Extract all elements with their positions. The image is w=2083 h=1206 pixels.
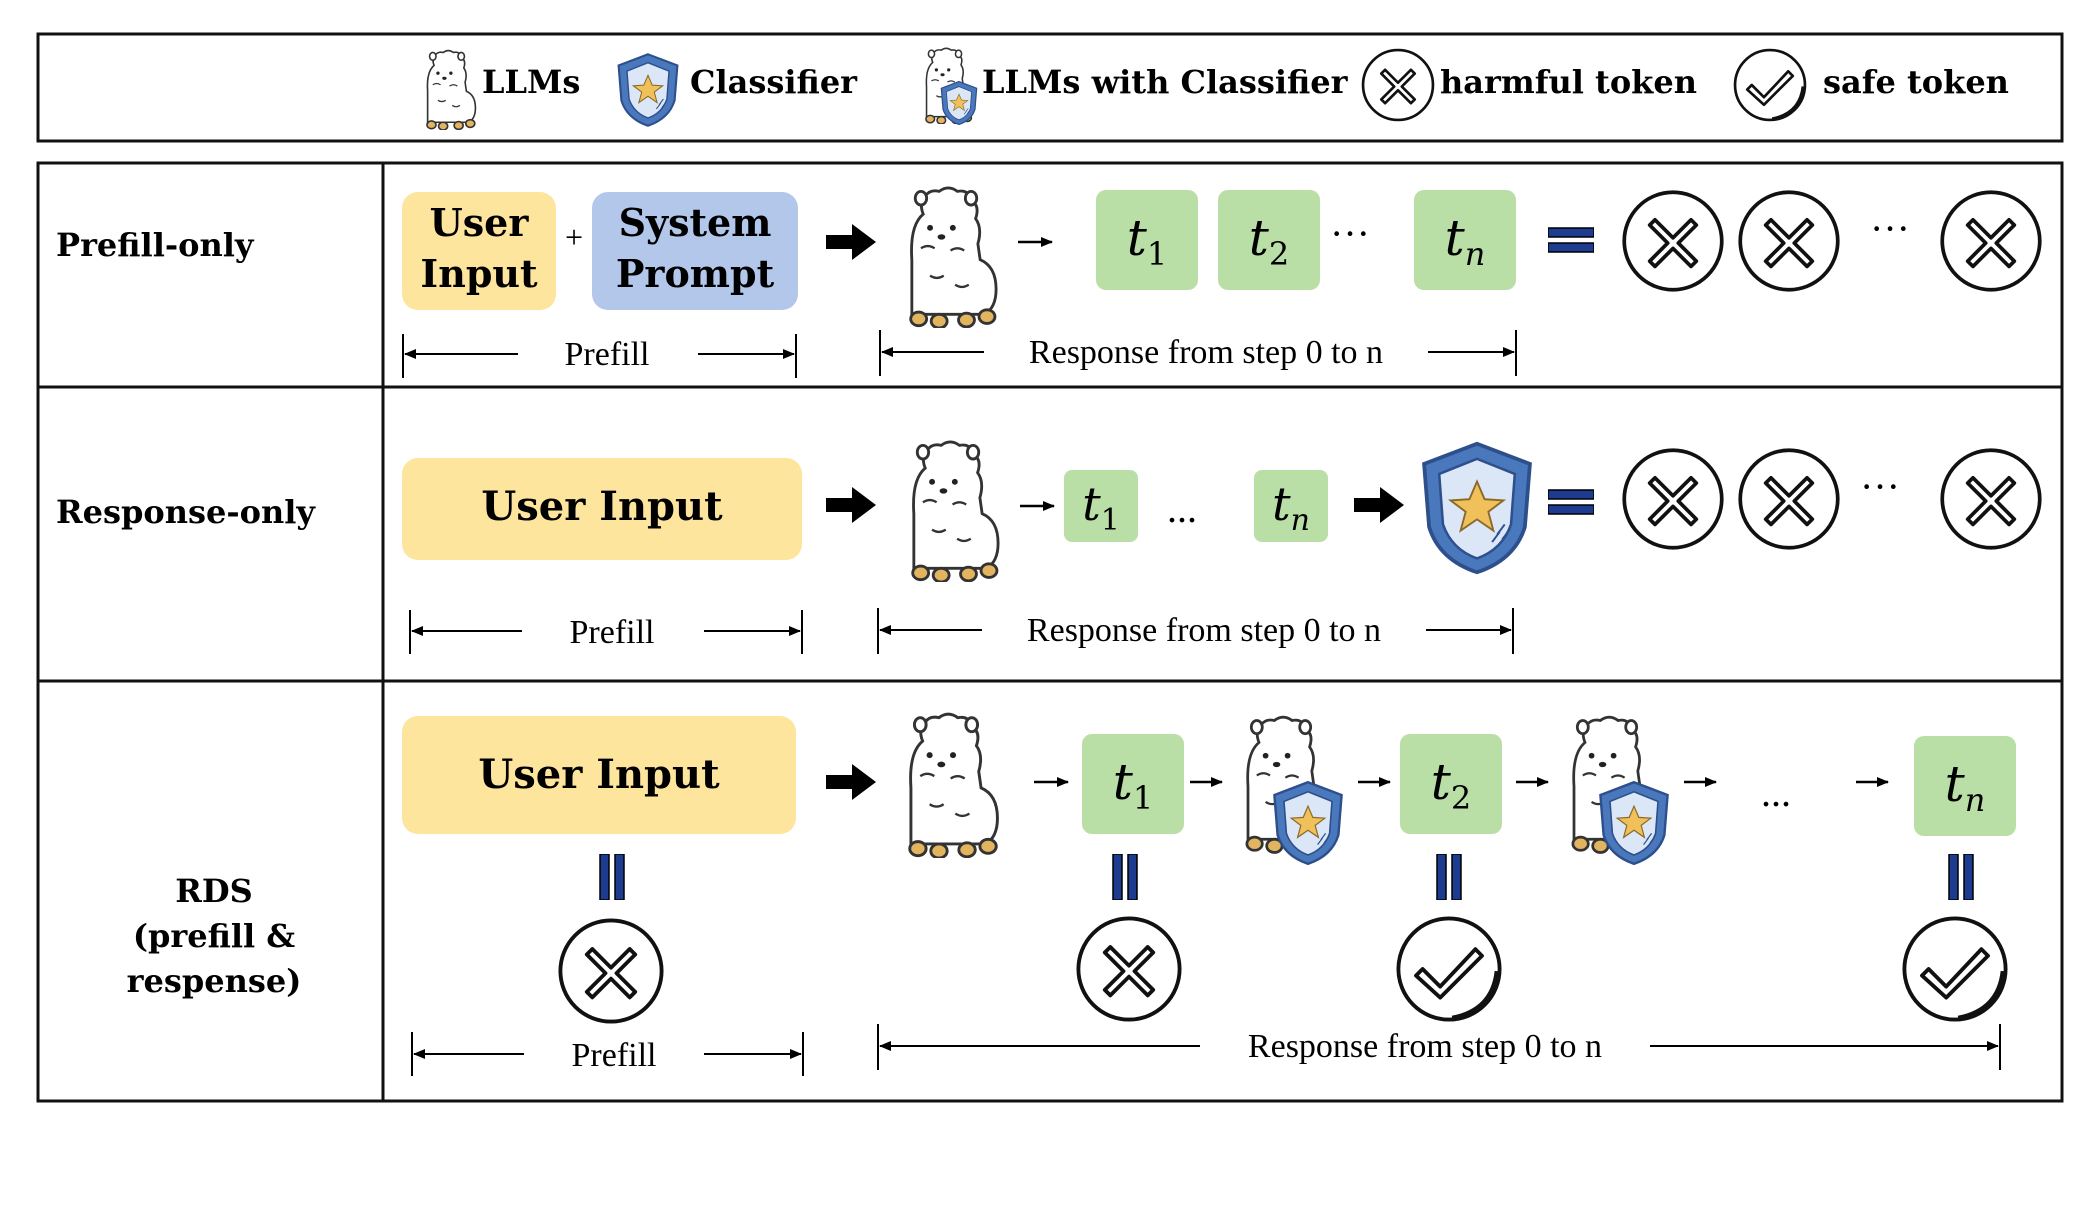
prefill-label: Prefill xyxy=(572,1037,657,1074)
token-box xyxy=(1082,734,1184,834)
token-label: t2 xyxy=(1431,753,1471,817)
token-box xyxy=(1400,734,1502,834)
llm-with-classifier-legend-icon xyxy=(925,47,978,126)
row-rds: RDS (prefill & respense) User Input t1 t… xyxy=(127,712,2016,1076)
row-label-prefill-only: Prefill-only xyxy=(56,226,255,264)
vertical-equals-icon xyxy=(1436,854,1462,900)
prefill-label: Prefill xyxy=(565,336,650,373)
token-box xyxy=(1096,190,1198,290)
harmful-token-icon xyxy=(1940,448,2042,550)
harmful-token-icon xyxy=(1940,190,2042,292)
classifier-legend-icon xyxy=(617,53,679,127)
user-input-box xyxy=(402,458,802,560)
harmful-token-icon xyxy=(558,918,664,1024)
harmful-token-icon xyxy=(1622,190,1724,292)
legend-llm-label: LLMs xyxy=(482,63,580,101)
block-arrow-icon xyxy=(1354,487,1404,523)
ellipsis: ... xyxy=(1761,770,1791,815)
safe-token-icon xyxy=(1904,918,2005,1019)
row-label-rds-line1: RDS xyxy=(175,872,252,910)
legend-llm-classifier-label: LLMs with Classifier xyxy=(982,63,1349,101)
user-input-label: User Input xyxy=(478,751,720,798)
token-label: t2 xyxy=(1249,209,1289,273)
token-label: t1 xyxy=(1113,753,1153,817)
token-box xyxy=(1064,470,1138,542)
token-box xyxy=(1914,736,2016,836)
response-label: Response from step 0 to n xyxy=(1029,334,1383,371)
result-ellipsis: ··· xyxy=(1860,464,1900,509)
legend-harmful-label: harmful token xyxy=(1440,63,1697,101)
token-label: t1 xyxy=(1127,209,1167,273)
row-response-only: Response-only User Input t1 ... tn ··· P… xyxy=(56,440,2042,654)
token-box xyxy=(1254,470,1328,542)
safe-token-legend-icon xyxy=(1733,48,1807,122)
system-prompt-line2: Prompt xyxy=(616,251,775,296)
token-label: t1 xyxy=(1082,477,1120,538)
llm-legend-icon xyxy=(426,49,477,130)
equals-icon xyxy=(1548,489,1594,515)
row-label-rds-line3: respense) xyxy=(127,962,302,1000)
plus-sign: + xyxy=(565,219,583,255)
row-label-response-only: Response-only xyxy=(56,493,316,531)
system-prompt-line1: System xyxy=(619,200,772,245)
response-label: Response from step 0 to n xyxy=(1248,1028,1602,1065)
user-input-box xyxy=(402,716,796,834)
safe-token-icon xyxy=(1398,918,1499,1019)
system-prompt-box xyxy=(592,192,798,310)
harmful-token-icon xyxy=(1738,190,1840,292)
ellipsis: ··· xyxy=(1330,211,1370,256)
llm-icon xyxy=(908,712,1000,858)
llm-icon xyxy=(911,440,1000,582)
llm-icon xyxy=(909,186,998,328)
block-arrow-icon xyxy=(826,487,876,523)
user-input-label: User Input xyxy=(481,483,723,530)
legend-classifier-label: Classifier xyxy=(690,63,858,101)
main-frame xyxy=(36,161,2064,1103)
token-box xyxy=(1414,190,1516,290)
vertical-equals-icon xyxy=(1112,854,1138,900)
row-label-rds-line2: (prefill & xyxy=(133,917,295,955)
legend-frame xyxy=(36,32,2064,143)
row-prefill-only: Prefill-only User Input + System Prompt … xyxy=(56,186,2042,378)
user-input-line1: User xyxy=(430,200,530,245)
classifier-icon xyxy=(1422,441,1532,575)
user-input-box xyxy=(402,192,556,310)
ellipsis: ... xyxy=(1167,486,1197,531)
equals-icon xyxy=(1548,227,1594,253)
vertical-equals-icon xyxy=(599,854,625,900)
legend-safe-label: safe token xyxy=(1823,63,2009,101)
token-label: tn xyxy=(1272,477,1310,538)
harmful-token-icon xyxy=(1622,448,1724,550)
vertical-equals-icon xyxy=(1948,854,1974,900)
result-ellipsis: ··· xyxy=(1870,206,1910,251)
token-label: tn xyxy=(1945,755,1986,819)
harmful-token-icon xyxy=(1738,448,1840,550)
block-arrow-icon xyxy=(826,764,876,800)
harmful-token-legend-icon xyxy=(1361,48,1435,122)
user-input-line2: Input xyxy=(420,251,538,296)
block-arrow-icon xyxy=(826,224,876,260)
token-label: tn xyxy=(1445,209,1486,273)
response-label: Response from step 0 to n xyxy=(1027,612,1381,649)
token-box xyxy=(1218,190,1320,290)
llm-with-classifier-icon xyxy=(1571,715,1669,866)
llm-with-classifier-icon xyxy=(1245,715,1343,866)
prefill-label: Prefill xyxy=(570,614,655,651)
harmful-token-icon xyxy=(1076,916,1182,1022)
